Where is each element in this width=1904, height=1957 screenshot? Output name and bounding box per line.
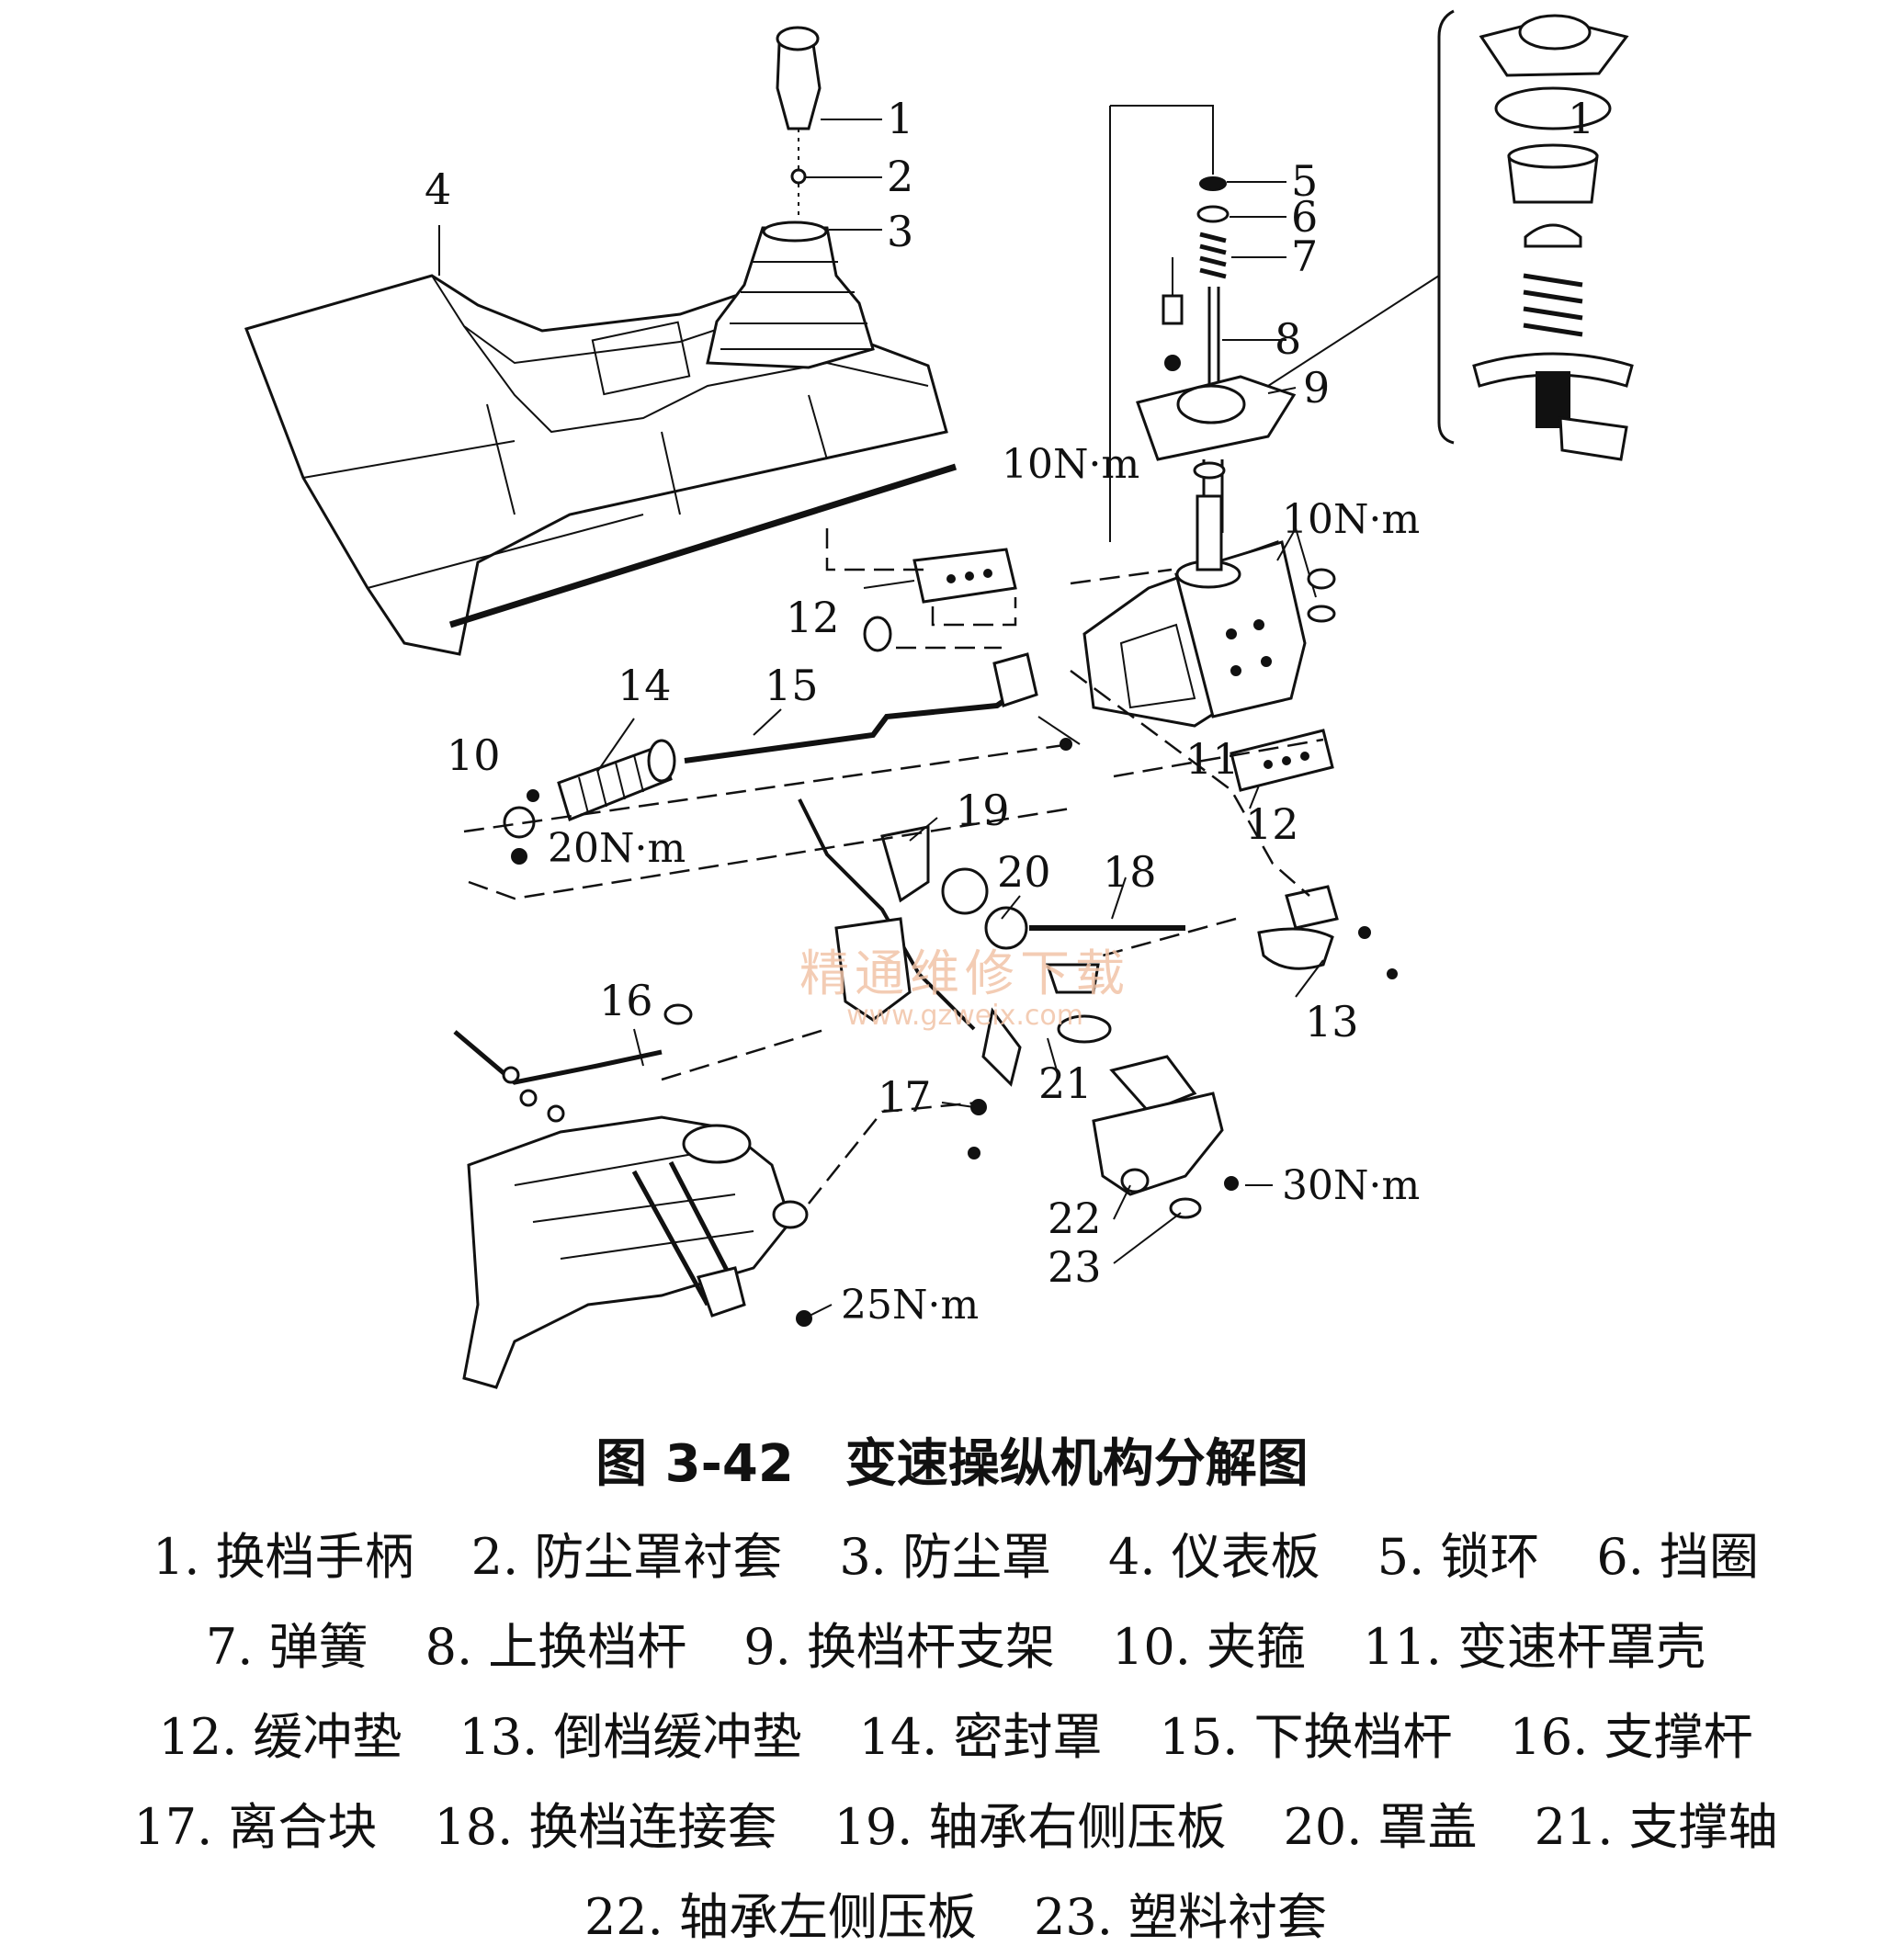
legend-item: 19. 轴承右侧压板 (833, 1797, 1227, 1856)
legend-item: 16. 支撑杆 (1509, 1707, 1753, 1766)
inset-detail-drawing (1267, 9, 1634, 461)
exploded-view-diagram: 1 2 3 4 5 6 7 8 9 10 11 12 12 13 14 15 1… (244, 9, 1634, 1389)
callout-3: 3 (887, 207, 913, 256)
legend-item: 8. 上换档杆 (425, 1617, 687, 1676)
callout-13: 13 (1305, 997, 1359, 1046)
lower-shift-lever-drawing (503, 616, 1081, 865)
callout-19: 19 (956, 786, 1010, 835)
legend-row-5: 22. 轴承左侧压板 23. 塑料衬套 (28, 1867, 1884, 1957)
legend-row-4: 17. 离合块 18. 换档连接套 19. 轴承右侧压板 20. 罩盖 21. … (28, 1777, 1884, 1867)
legend-item: 21. 支撑轴 (1534, 1797, 1778, 1856)
callout-23: 23 (1048, 1242, 1102, 1292)
callout-16: 16 (599, 976, 653, 1025)
callout-1-inset: 1 (1568, 94, 1594, 143)
callout-9: 9 (1303, 363, 1330, 413)
torque-10nm-right: 10N·m (1282, 496, 1420, 543)
callout-1: 1 (887, 94, 913, 143)
legend-item: 17. 离合块 (133, 1797, 378, 1856)
legend-item: 10. 夹箍 (1111, 1617, 1307, 1676)
assembly-lines (463, 528, 1324, 1205)
legend-item: 1. 换档手柄 (152, 1527, 414, 1586)
callout-18: 18 (1103, 847, 1157, 897)
parts-legend: 1. 换档手柄 2. 防尘罩衬套 3. 防尘罩 4. 仪表板 5. 锁环 6. … (28, 1507, 1884, 1957)
legend-item: 14. 密封罩 (858, 1707, 1103, 1766)
callout-15: 15 (765, 661, 819, 710)
legend-item: 15. 下换档杆 (1159, 1707, 1453, 1766)
torque-10nm-left: 10N·m (1002, 441, 1139, 488)
legend-item: 18. 换档连接套 (434, 1797, 777, 1856)
callout-22: 22 (1048, 1193, 1102, 1243)
callout-8: 8 (1275, 314, 1301, 364)
legend-item: 4. 仪表板 (1108, 1527, 1320, 1586)
cushion-pads-drawing (912, 548, 1334, 792)
legend-item: 22. 轴承左侧压板 (584, 1887, 977, 1946)
legend-item: 7. 弹簧 (205, 1617, 368, 1676)
callout-7: 7 (1291, 232, 1318, 281)
legend-item: 13. 倒档缓冲垫 (459, 1707, 802, 1766)
legend-item: 23. 塑料衬套 (1034, 1887, 1328, 1946)
callout-6: 6 (1291, 192, 1318, 242)
support-rod-and-transmission-drawing (453, 1003, 812, 1389)
legend-item: 9. 换档杆支架 (743, 1617, 1055, 1676)
legend-item: 12. 缓冲垫 (158, 1707, 402, 1766)
callout-12-lower: 12 (1245, 799, 1299, 849)
instrument-panel-drawing (244, 274, 958, 656)
legend-row-1: 1. 换档手柄 2. 防尘罩衬套 3. 防尘罩 4. 仪表板 5. 锁环 6. … (28, 1507, 1884, 1597)
legend-item: 11. 变速杆罩壳 (1363, 1617, 1706, 1676)
reverse-cushion-drawing (1257, 885, 1398, 979)
legend-item: 20. 罩盖 (1283, 1797, 1478, 1856)
callout-11: 11 (1185, 734, 1240, 784)
legend-item: 2. 防尘罩衬套 (470, 1527, 783, 1586)
legend-item: 6. 挡圈 (1596, 1527, 1760, 1586)
dust-boot-drawing (706, 221, 875, 369)
torque-30nm: 30N·m (1282, 1162, 1420, 1209)
lower-bracket-assembly-drawing (798, 798, 1239, 1219)
torque-20nm: 20N·m (548, 825, 686, 872)
torque-25nm: 25N·m (841, 1282, 979, 1329)
shift-lever-housing-drawing (1082, 461, 1336, 728)
callout-17: 17 (878, 1072, 932, 1122)
leader-lines (438, 119, 1324, 1319)
callout-20: 20 (997, 847, 1051, 897)
legend-row-2: 7. 弹簧 8. 上换档杆 9. 换档杆支架 10. 夹箍 11. 变速杆罩壳 (28, 1597, 1884, 1687)
callout-2: 2 (887, 152, 913, 201)
figure-caption: 图 3-42 变速操纵机构分解图 (595, 1434, 1309, 1494)
callout-10: 10 (447, 730, 501, 780)
legend-item: 5. 锁环 (1377, 1527, 1540, 1586)
callout-21-a: 21 (1038, 1058, 1093, 1108)
callout-14: 14 (618, 661, 672, 710)
callout-4: 4 (425, 164, 451, 214)
callout-12-upper: 12 (786, 593, 840, 642)
shift-knob-drawing (776, 26, 822, 221)
upper-lever-assembly-drawing (1109, 105, 1297, 542)
legend-row-3: 12. 缓冲垫 13. 倒档缓冲垫 14. 密封罩 15. 下换档杆 16. 支… (28, 1687, 1884, 1777)
legend-item: 3. 防尘罩 (839, 1527, 1051, 1586)
callout-5: 5 (1291, 156, 1318, 206)
